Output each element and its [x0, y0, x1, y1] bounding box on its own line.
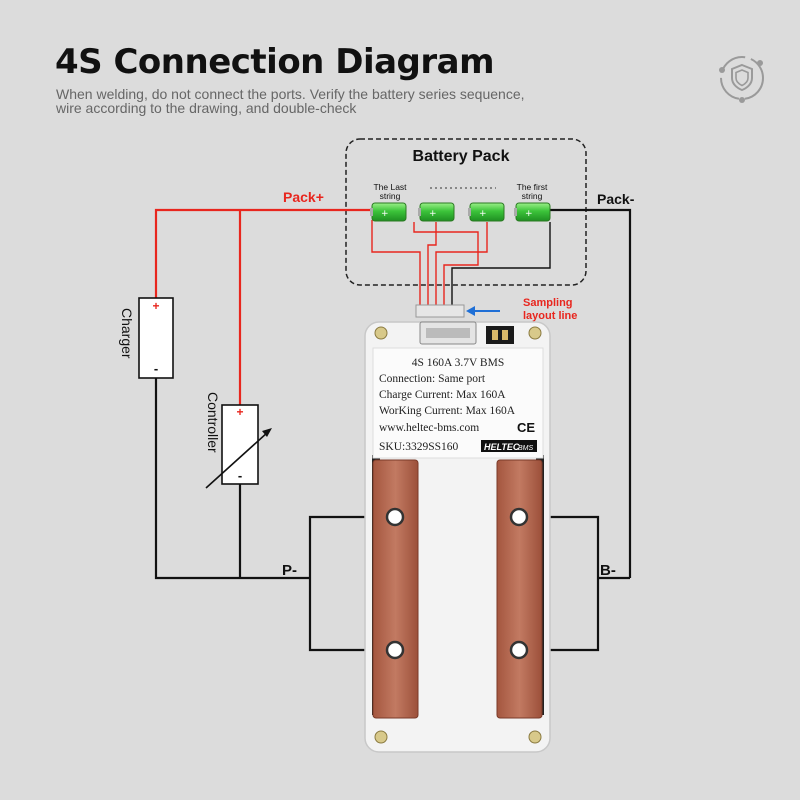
- first-string-label-1: The first: [517, 182, 548, 192]
- sampling-label-2: layout line: [523, 310, 577, 322]
- bms-charge-current: Charge Current: Max 160A: [379, 389, 506, 401]
- charger-label: Charger: [119, 308, 135, 359]
- battery-pack-box: [345, 138, 587, 286]
- black-wires: [154, 378, 632, 652]
- red-wires: [154, 208, 372, 405]
- pack-minus-wire: [550, 208, 632, 518]
- bms-working-current: WorKing Current: Max 160A: [379, 405, 516, 417]
- bms-model: 4S 160A 3.7V BMS: [412, 357, 504, 369]
- svg-text:+: +: [479, 209, 487, 219]
- controller-label: Controller: [205, 392, 221, 453]
- sampling-connector: [415, 304, 465, 318]
- battery-cell-3: +: [468, 202, 505, 222]
- sampling-label-1: Sampling: [523, 297, 573, 309]
- copper-bar-p: [372, 459, 419, 719]
- battery-cells: + + + +: [370, 202, 551, 222]
- bms-label-sticker: [372, 347, 544, 459]
- battery-pack-title: Battery Pack: [413, 148, 510, 165]
- battery-cell-1: +: [370, 202, 407, 222]
- svg-text:+: +: [381, 209, 389, 219]
- heltec-brand: HELTEC: [484, 442, 520, 452]
- pack-plus-label: Pack+: [283, 189, 324, 205]
- b-minus-label: B-: [600, 562, 616, 579]
- bms-connection: Connection: Same port: [379, 373, 486, 385]
- controller-box: [221, 404, 259, 485]
- subtitle-line-2: wire according to the drawing, and doubl…: [56, 100, 357, 116]
- charger-plus: +: [152, 299, 159, 313]
- bms-sku: SKU:3329SS160: [379, 441, 458, 453]
- controller-arrow: [205, 431, 269, 489]
- heltec-brand-box: [481, 440, 537, 452]
- controller-minus: -: [238, 468, 242, 483]
- sampling-arrow-head: [466, 306, 475, 316]
- charger-minus: -: [154, 361, 158, 376]
- heltec-brand-suffix: BMS: [518, 445, 534, 452]
- last-string-label-2: string: [380, 191, 401, 201]
- sampling-wires: [371, 220, 551, 305]
- battery-cell-4: +: [514, 202, 551, 222]
- subtitle-line-1: When welding, do not connect the ports. …: [56, 86, 525, 102]
- page-subtitle: When welding, do not connect the ports. …: [56, 87, 525, 115]
- bms-website: www.heltec-bms.com: [379, 422, 479, 434]
- page-title: 4S Connection Diagram: [55, 42, 495, 82]
- svg-text:+: +: [429, 209, 437, 219]
- shield-logo-icon: [719, 56, 764, 103]
- pack-minus-label: Pack-: [597, 191, 635, 207]
- first-string-label-2: string: [522, 191, 543, 201]
- p-minus-label: P-: [282, 562, 297, 579]
- charger-box: [138, 297, 174, 379]
- controller-plus: +: [236, 405, 243, 419]
- copper-bar-b: [496, 459, 543, 719]
- last-string-label-1: The Last: [373, 182, 407, 192]
- battery-cell-2: +: [418, 202, 455, 222]
- bms-board: 4S 160A 3.7V BMS Connection: Same port C…: [364, 321, 551, 753]
- ce-mark: CE: [517, 420, 535, 435]
- svg-text:+: +: [525, 209, 533, 219]
